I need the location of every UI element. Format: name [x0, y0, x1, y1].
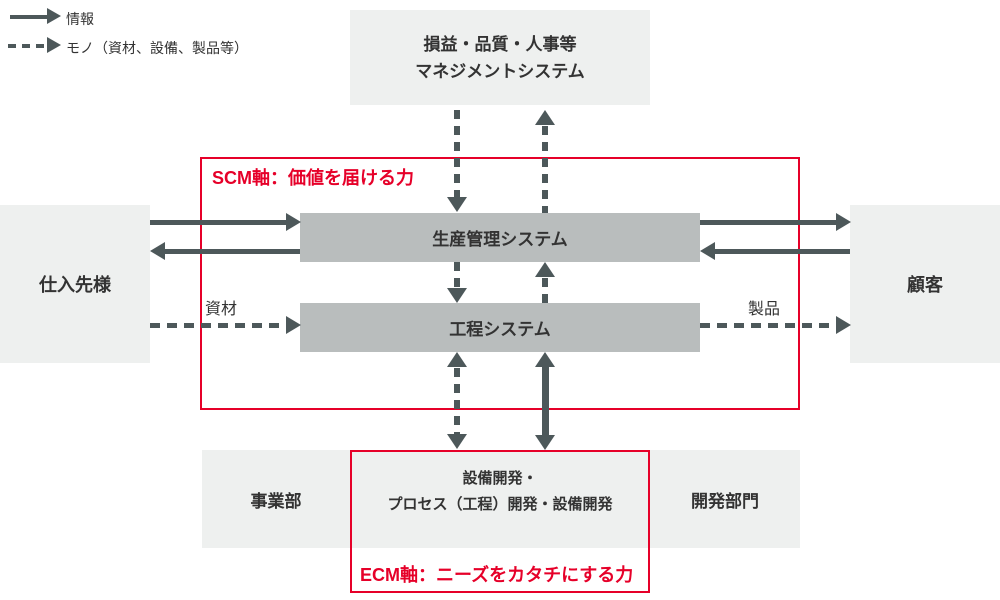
- supplier-label: 仕入先様: [39, 275, 111, 295]
- info-arrow-process-development-head-down: [535, 435, 555, 450]
- supplier-box: 仕入先様: [0, 205, 150, 363]
- business-division-label: 事業部: [250, 491, 302, 511]
- materials-flow-label: 資材: [205, 301, 238, 318]
- arrow-management-to-production-line: [454, 110, 460, 198]
- management-system-box: 損益・品質・人事等 マネジメントシステム: [350, 10, 650, 105]
- info-arrow-customer-to-production-line: [714, 249, 850, 254]
- development-line1: 設備開発・: [462, 470, 538, 487]
- arrow-process-to-production-head: [535, 262, 555, 277]
- goods-arrow-process-to-customer-line: [700, 323, 837, 328]
- legend-mono-label: モノ（資材、設備、製品等）: [66, 40, 248, 56]
- production-system-label: 生産管理システム: [432, 230, 568, 249]
- scm-axis-frame: [200, 157, 800, 410]
- production-system-bar: 生産管理システム: [300, 213, 700, 262]
- arrow-management-to-production-head: [447, 197, 467, 212]
- legend-dashed-arrow-icon: [8, 44, 48, 48]
- goods-arrow-process-development-line: [454, 368, 460, 434]
- development-box: 設備開発・ プロセス（工程）開発・設備開発: [350, 466, 650, 518]
- customer-label: 顧客: [907, 275, 943, 295]
- goods-arrow-supplier-to-process-head: [286, 316, 301, 334]
- products-flow-label: 製品: [748, 301, 781, 318]
- legend-solid-arrow-icon: [10, 15, 48, 19]
- ecm-axis-label: ECM軸：ニーズをカタチにする力: [360, 565, 634, 585]
- legend-solid-arrowhead-icon: [47, 8, 61, 24]
- legend-info-label: 情報: [66, 11, 94, 27]
- goods-arrow-process-development-head-down: [447, 434, 467, 449]
- arrow-production-to-management-line: [542, 126, 548, 213]
- info-arrow-supplier-to-production-head: [286, 213, 301, 231]
- business-division-cell: 事業部: [202, 450, 350, 548]
- arrow-process-to-production-line: [542, 278, 548, 303]
- process-system-label: 工程システム: [449, 320, 551, 339]
- development-line2: プロセス（工程）開発・設備開発: [387, 496, 613, 513]
- process-system-bar: 工程システム: [300, 303, 700, 352]
- arrow-production-to-process-line: [454, 262, 460, 288]
- ecm-axis-frame: [350, 450, 650, 593]
- goods-arrow-supplier-to-process-line: [150, 323, 287, 328]
- arrow-production-to-management-head: [535, 110, 555, 125]
- development-department-cell: 開発部門: [650, 450, 800, 548]
- legend-dashed-arrowhead-icon: [47, 37, 61, 53]
- management-system-line1: 損益・品質・人事等: [423, 34, 577, 54]
- info-arrow-production-to-supplier-line: [164, 249, 300, 254]
- info-arrow-production-to-customer-head: [836, 213, 851, 231]
- info-arrow-customer-to-production-head: [700, 242, 715, 260]
- bottom-band: [202, 450, 800, 548]
- customer-box: 顧客: [850, 205, 1000, 363]
- info-arrow-process-development-head-up: [535, 352, 555, 367]
- info-arrow-process-development-line: [542, 366, 549, 436]
- management-system-line2: マネジメントシステム: [415, 61, 585, 81]
- scm-axis-label: SCM軸：価値を届ける力: [212, 168, 414, 188]
- legend: 情報 モノ（資材、設備、製品等）: [0, 0, 330, 70]
- info-arrow-supplier-to-production-line: [150, 220, 288, 225]
- development-department-label: 開発部門: [691, 491, 759, 511]
- goods-arrow-process-to-customer-head: [836, 316, 851, 334]
- arrow-production-to-process-head: [447, 288, 467, 303]
- goods-arrow-process-development-head-up: [447, 352, 467, 367]
- info-arrow-production-to-customer-line: [700, 220, 838, 225]
- info-arrow-production-to-supplier-head: [150, 242, 165, 260]
